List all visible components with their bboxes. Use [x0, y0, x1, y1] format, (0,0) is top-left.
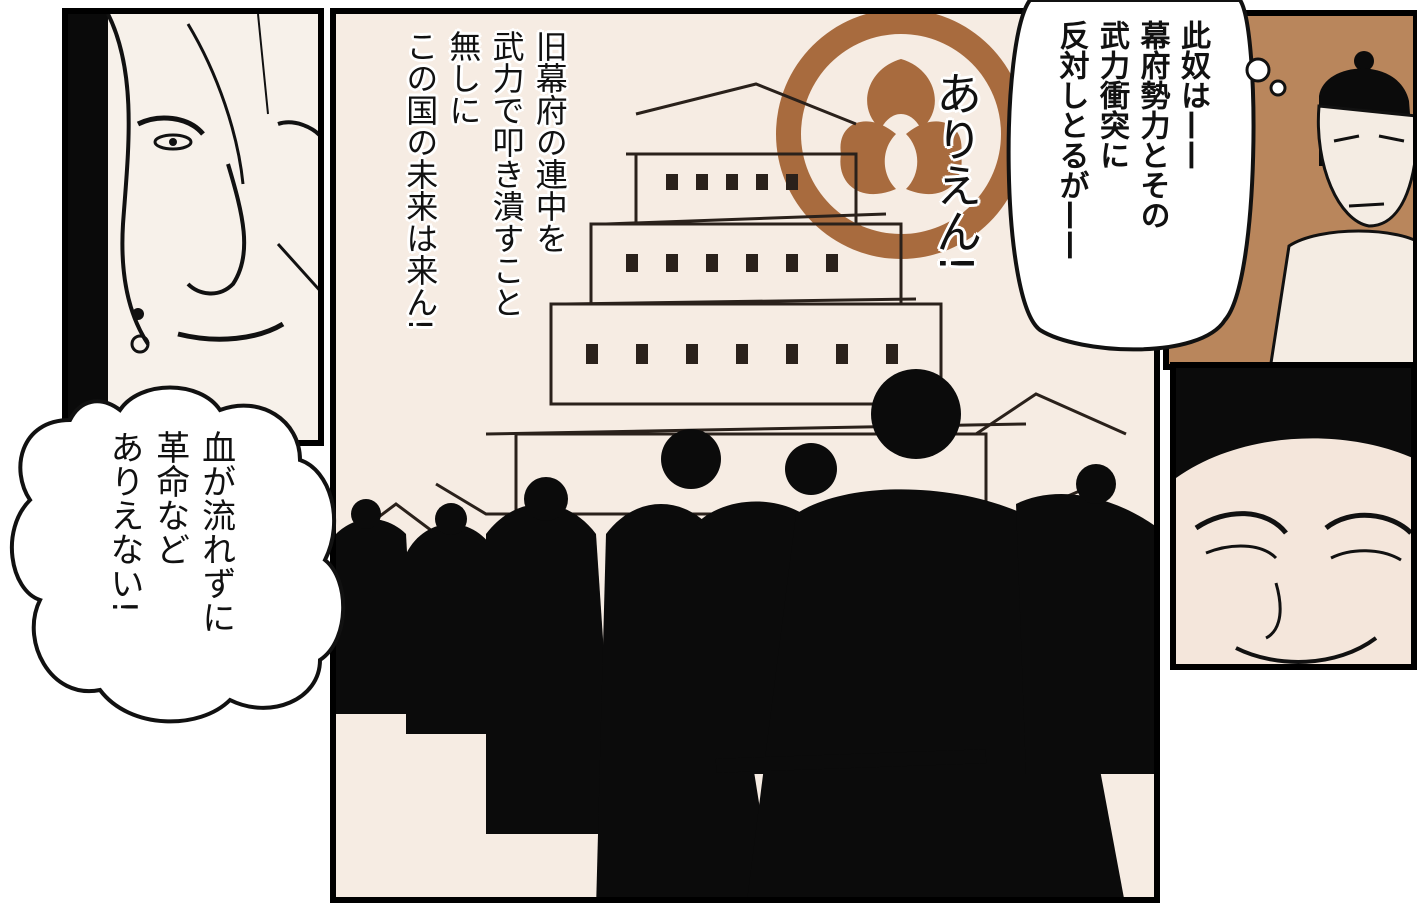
samurai-silhouettes — [336, 369, 1154, 897]
left-speech-text: 血が流れずに 革命など ありえない! — [103, 430, 236, 634]
smiling-man-illustration — [1176, 368, 1411, 664]
thought-bubble-text: 此奴は—— 幕府勢力とその 武力衝突に 反対しとるが—— — [1053, 20, 1211, 260]
panel-closeup-face — [62, 8, 324, 446]
center-shout-text: ありえん! — [929, 70, 984, 273]
tokugawa-crest-icon — [776, 14, 1026, 259]
panel-smiling-man — [1170, 362, 1417, 670]
face-illustration — [68, 14, 318, 440]
center-narration-text: 旧幕府の連中を 武力で叩き潰すこと 無しに この国の未来は来ん! — [401, 30, 569, 331]
panel-castle-scene — [330, 8, 1160, 903]
